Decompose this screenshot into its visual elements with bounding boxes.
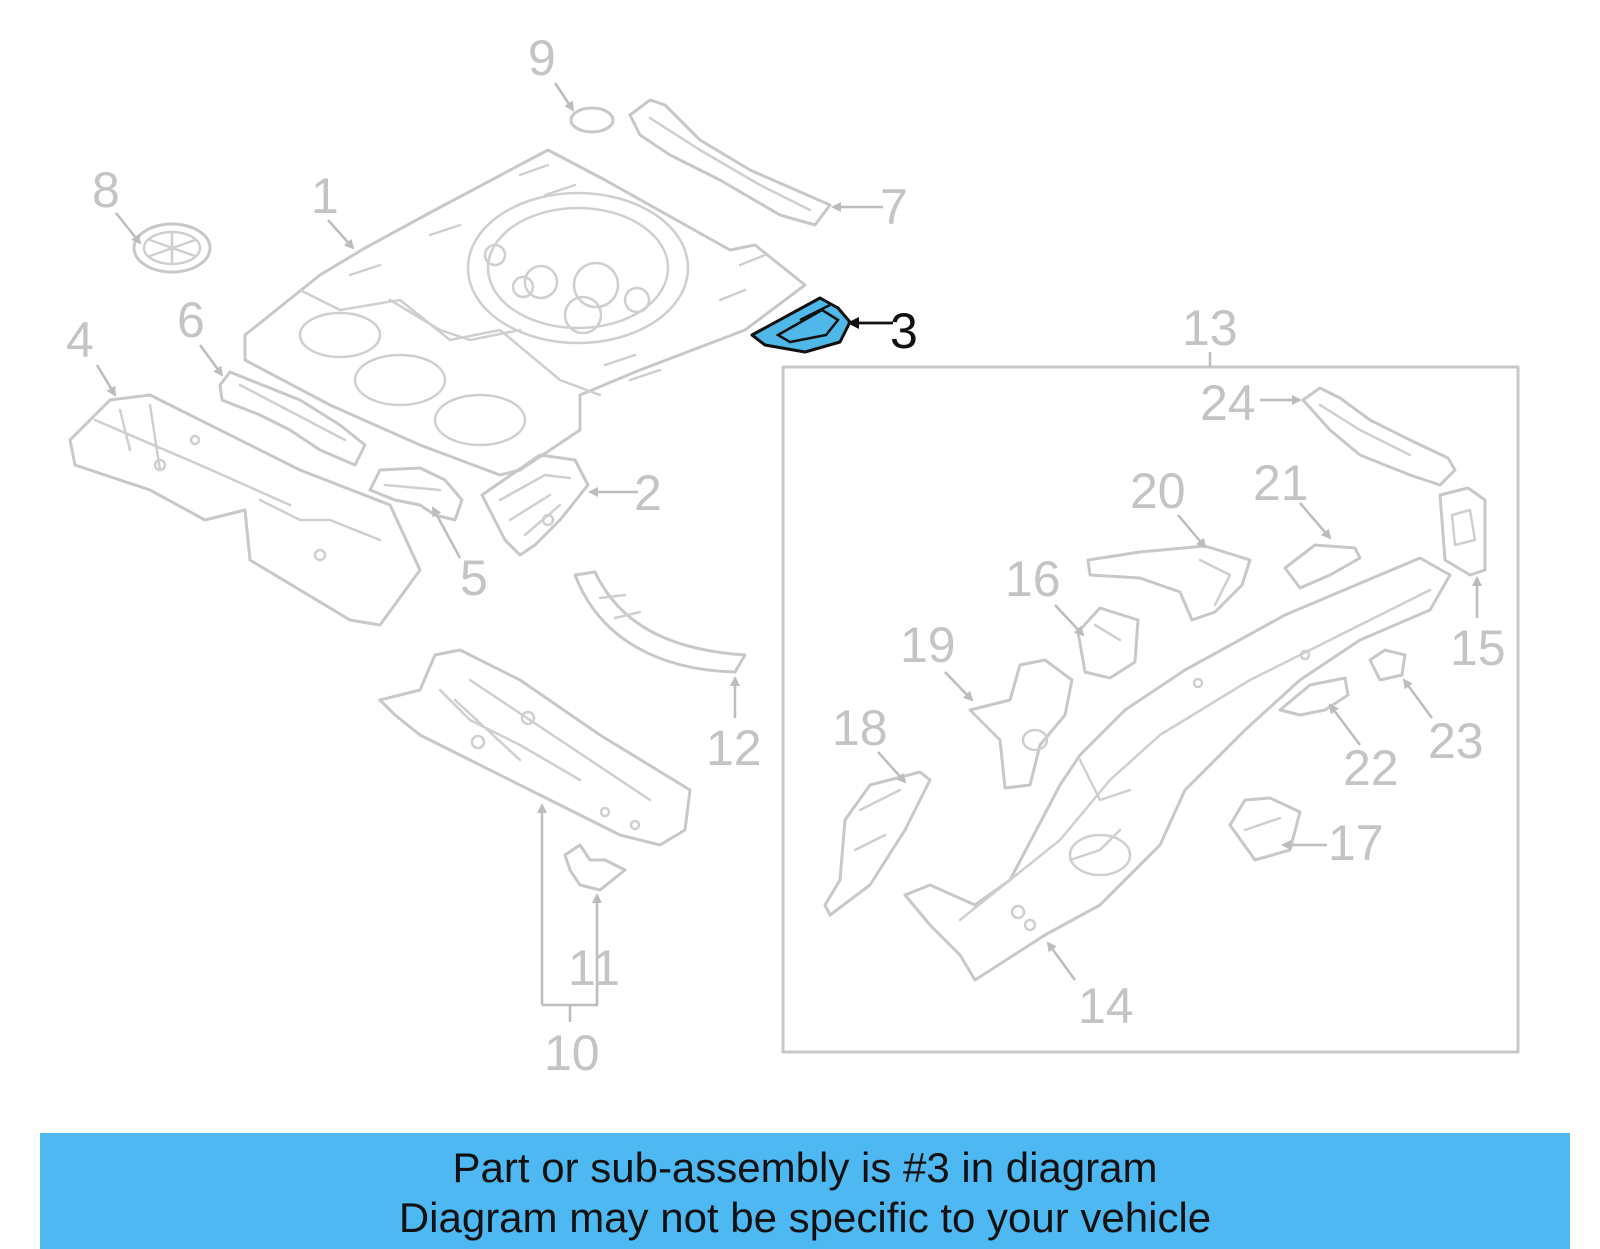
part-19-bracket: [968, 658, 1074, 790]
part-21-bracket: [1283, 543, 1362, 590]
part-24-rail: [1301, 386, 1457, 487]
callout-11: 11: [568, 940, 620, 996]
callout-22: 22: [1343, 740, 1399, 796]
callout-12: 12: [706, 720, 762, 776]
callout-15: 15: [1450, 620, 1506, 676]
part-12-curved-strip: [573, 570, 747, 674]
callout-17: 17: [1328, 815, 1384, 871]
part-18-side-bracket: [823, 770, 932, 917]
leader-lines: [95, 82, 1482, 1022]
part-1-rear-floor-pan: [243, 148, 807, 477]
callout-5: 5: [460, 550, 488, 606]
part-22-bracket: [1278, 676, 1350, 717]
callout-4: 4: [66, 312, 94, 368]
info-banner: Part or sub-assembly is #3 in diagram Di…: [40, 1133, 1570, 1249]
banner-line-2: Diagram may not be specific to your vehi…: [398, 1194, 1212, 1241]
callout-14: 14: [1078, 978, 1134, 1034]
part-16-bracket: [1076, 606, 1140, 680]
callout-24: 24: [1200, 375, 1256, 431]
callout-19: 19: [900, 617, 956, 673]
callout-6: 6: [177, 292, 205, 348]
callout-1: 1: [311, 168, 339, 224]
part-4-rail: [68, 393, 422, 627]
callout-23: 23: [1428, 713, 1484, 769]
callout-16: 16: [1005, 551, 1061, 607]
callout-10: 10: [544, 1025, 600, 1081]
part-17-bracket: [1228, 796, 1302, 862]
part-5-small-bracket: [368, 466, 464, 522]
part-2-bracket: [480, 453, 590, 557]
part-14-side-member: [903, 556, 1452, 982]
part-9-plug: [569, 106, 615, 134]
callout-3: 3: [890, 303, 918, 359]
callout-labels: 1 2 3 4 5 6 7 8 9 10 11 12 13 14 15 16 1…: [66, 30, 1506, 1081]
callout-8: 8: [92, 162, 120, 218]
part-3-highlighted: [750, 296, 852, 354]
part-8-rosette: [132, 222, 212, 274]
parts-diagram: 1 2 3 4 5 6 7 8 9 10 11 12 13 14 15 16 1…: [66, 30, 1520, 1081]
callout-20: 20: [1130, 463, 1186, 519]
callout-9: 9: [528, 30, 556, 86]
callout-2: 2: [634, 465, 662, 521]
callout-7: 7: [880, 179, 908, 235]
part-11-small-bracket: [563, 843, 627, 892]
callout-13: 13: [1182, 300, 1238, 356]
part-23-clip: [1368, 648, 1407, 682]
part-6-cross-member: [218, 370, 367, 467]
part-15-plate: [1438, 486, 1487, 577]
callout-21: 21: [1253, 455, 1309, 511]
part-10-tunnel: [378, 648, 692, 847]
callout-18: 18: [832, 700, 888, 756]
part-7-top-rail: [628, 98, 832, 227]
banner-line-1: Part or sub-assembly is #3 in diagram: [452, 1144, 1158, 1191]
group-13-box: [781, 365, 1520, 1054]
part-20-panel: [1086, 544, 1252, 622]
